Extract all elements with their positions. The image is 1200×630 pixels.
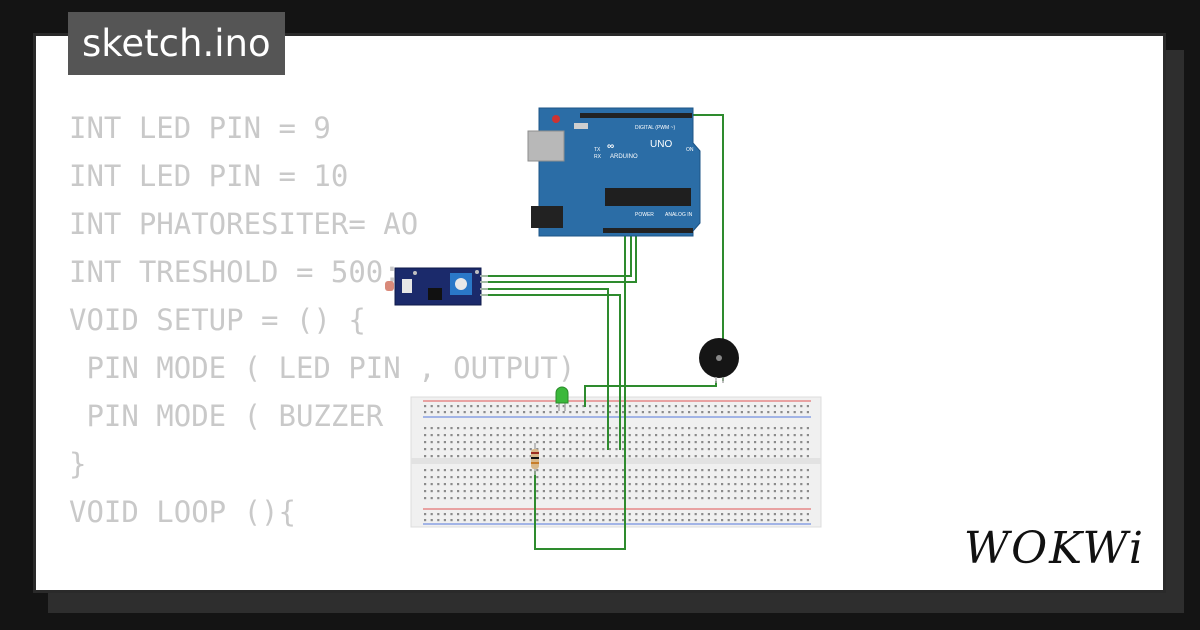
wokwi-logo[interactable]: WOKWi [963,523,1145,574]
power-jack [531,206,563,228]
code-line-7: PIN MODE ( BUZZER [69,399,384,433]
reset-button[interactable] [552,115,560,123]
on-label: ON [686,147,694,153]
code-line-9: VOID LOOP (){ [69,495,296,529]
atmega-chip [605,188,691,206]
power-analog-header [603,228,693,233]
code-line-3: INT PHATORESITER= AO [69,207,419,241]
code-line-6: PIN MODE ( LED PIN , OUTPUT) [69,351,576,385]
rx-label: RX [594,154,602,160]
circuit-diagram[interactable]: ∞ ARDUINO UNO DIGITAL (PWM ~) POWER ANAL… [36,36,1166,593]
code-line-8: } [69,447,87,481]
wires [480,114,724,550]
arduino-logo-icon: ∞ [607,141,614,152]
sketch-title[interactable]: sketch.ino [68,12,285,75]
board-brand: ARDUINO [610,154,638,160]
photoresistor-icon [385,281,394,291]
digital-label: DIGITAL (PWM ~) [635,125,675,131]
led-green[interactable] [555,386,569,411]
code-line-2: INT LED PIN = 10 [69,159,349,193]
breadboard[interactable] [410,396,822,528]
arduino-uno-board[interactable]: ∞ ARDUINO UNO DIGITAL (PWM ~) POWER ANAL… [527,107,701,237]
tx-label: TX [594,147,601,153]
resistor[interactable] [531,443,539,475]
board-model: UNO [650,139,672,150]
code-preview: INT LED PIN = 9 INT LED PIN = 10 INT PHATO… [69,104,925,590]
project-card[interactable]: INT LED PIN = 9 INT LED PIN = 10 INT PHATO… [33,33,1166,593]
code-line-5: VOID SETUP = () { [69,303,366,337]
photoresistor-module[interactable] [385,267,488,306]
power-label: POWER [635,212,654,218]
code-line-1: INT LED PIN = 9 [69,111,331,145]
digital-header [580,113,692,118]
buzzer[interactable] [699,338,739,383]
analog-label: ANALOG IN [665,212,693,218]
code-line-4: INT TRESHOLD = 500; [69,255,401,289]
usb-port [527,130,565,162]
